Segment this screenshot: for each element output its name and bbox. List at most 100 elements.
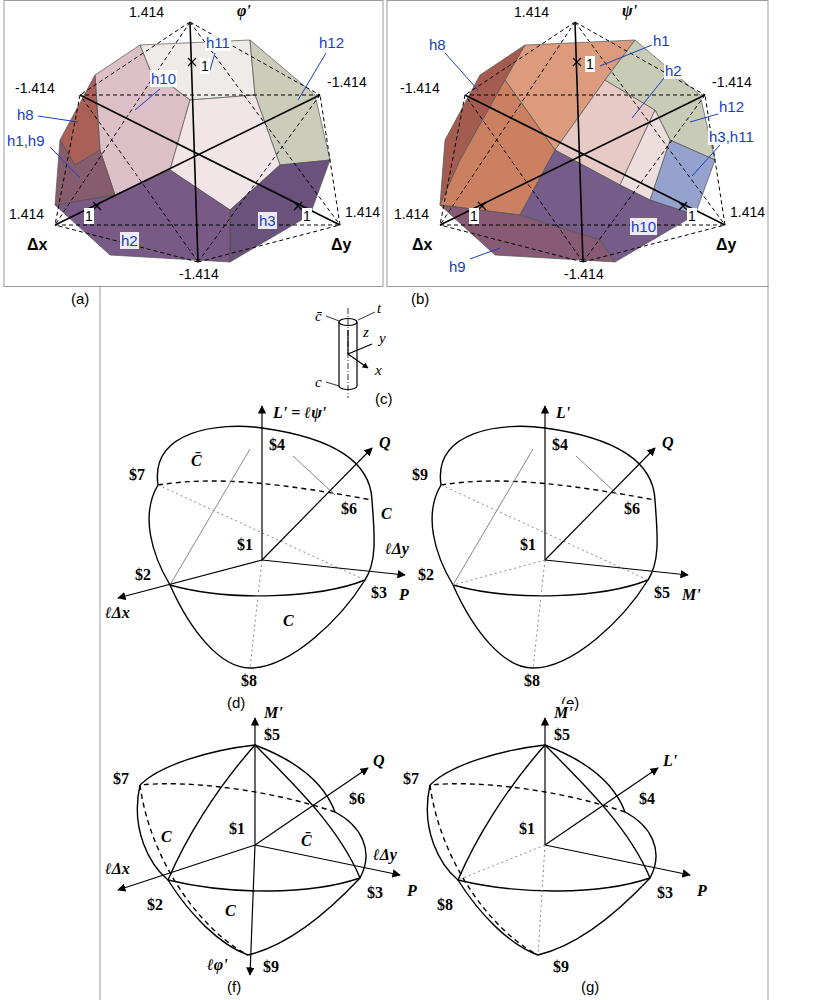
axis-label: L' — [662, 752, 678, 770]
axis-value: 1.414 — [513, 4, 550, 20]
unit-mark — [93, 58, 302, 210]
screw-label: $4 — [268, 436, 286, 454]
face-label: h12 — [318, 34, 345, 51]
axis-value: 1 — [687, 208, 697, 224]
axis-arrow — [545, 845, 690, 875]
polyhedron-a — [55, 170, 230, 262]
face-label: h9 — [448, 258, 467, 275]
axis-label: ℓΔx — [104, 860, 131, 878]
face-label: h2 — [120, 232, 139, 249]
face-label: h12 — [718, 98, 745, 115]
axis-label: Δx — [411, 236, 433, 254]
screw-label: $4 — [638, 790, 656, 808]
axis-value: -1.414 — [563, 266, 605, 282]
axis-label: C — [380, 505, 393, 523]
figure-art — [55, 22, 340, 262]
axis-label: P — [696, 882, 708, 900]
axis-arrow — [545, 448, 655, 560]
screw-label: $8 — [240, 672, 258, 690]
screw-label: $3 — [370, 584, 388, 602]
axis-label: Δy — [715, 236, 737, 254]
axis-arrow — [544, 406, 545, 560]
panel-label: (b) — [410, 290, 430, 307]
face-label: h1,h9 — [6, 132, 46, 149]
axis-value: 1 — [84, 208, 94, 224]
axis-label: ℓΔx — [104, 604, 131, 622]
frame-label: y — [378, 330, 387, 347]
screw-label: $7 — [402, 770, 420, 788]
screw-label: $3 — [656, 884, 674, 902]
axis-label: C — [282, 612, 295, 630]
screw-label: $1 — [228, 820, 246, 838]
screw-label: $9 — [552, 958, 570, 976]
panel-label: (f) — [226, 978, 242, 995]
axis-label: Δx — [26, 236, 48, 254]
axis-value: -1.414 — [399, 80, 441, 96]
axis-arrow — [262, 448, 372, 560]
polyhedron-a — [230, 160, 330, 262]
axis-label: Q — [661, 434, 675, 452]
unit-mark — [93, 58, 302, 210]
screw-label: $2 — [417, 566, 435, 584]
axis-label: C — [224, 902, 237, 920]
axis-arrow — [544, 718, 545, 845]
screw-label: $6 — [623, 500, 641, 518]
axis-arrow — [545, 406, 688, 575]
axis-value: 1 — [200, 58, 210, 74]
panel-label: (g) — [580, 978, 600, 995]
axis-label: Q — [378, 434, 392, 452]
axis-arrow — [254, 718, 255, 845]
panel-frame — [4, 1, 383, 287]
screw-label: $3 — [366, 884, 384, 902]
panel-frame — [100, 286, 768, 1000]
axis-label: M' — [263, 704, 284, 722]
frame-label: c — [314, 374, 323, 391]
axis-value: 1.414 — [729, 204, 766, 220]
axis-label: M' — [553, 704, 574, 722]
axis-value: 1.414 — [344, 204, 381, 220]
figure-art — [427, 745, 656, 955]
screw-label: $1 — [519, 536, 537, 554]
guide-line — [458, 845, 545, 955]
guide-line — [453, 560, 545, 585]
screw-label: $2 — [146, 896, 164, 914]
screw-label: $5 — [553, 726, 571, 744]
axis-arrow — [262, 560, 405, 575]
polyhedron-b — [620, 110, 670, 200]
panel-label: (c) — [374, 390, 394, 407]
screw-label: $2 — [134, 566, 152, 584]
panel-label: (d) — [226, 694, 246, 711]
frame-label: z — [362, 324, 370, 341]
axis-value: 1 — [585, 56, 595, 72]
panel-frame — [387, 1, 768, 287]
screw-label: $5 — [653, 584, 671, 602]
axis-value: 1 — [302, 208, 312, 224]
face-label: h2 — [664, 62, 683, 79]
face-label: h3 — [258, 212, 277, 229]
axis-arrow — [545, 560, 688, 575]
axis-arrow — [118, 406, 405, 598]
screw-label: $9 — [411, 466, 429, 484]
face-label: h10 — [630, 218, 657, 235]
axis-arrow — [545, 718, 690, 875]
screw-label: $8 — [523, 672, 541, 690]
axis-label: L' — [555, 404, 571, 422]
screw-label: $1 — [518, 820, 536, 838]
axis-value: 1.414 — [393, 206, 430, 222]
screw-label: $5 — [263, 726, 281, 744]
axis-label: ℓΔy — [372, 846, 398, 864]
leader-line — [38, 53, 326, 178]
screw-label: $7 — [128, 466, 146, 484]
leader-line — [38, 53, 326, 178]
axis-label: ℓφ' — [206, 956, 229, 974]
frame-label: t — [376, 300, 382, 317]
leader-line — [445, 45, 720, 259]
axis-arrow — [250, 845, 255, 975]
unit-mark — [478, 58, 687, 210]
leader-line — [445, 45, 720, 259]
face-label: h10 — [150, 70, 177, 87]
axis-label: P — [398, 586, 410, 604]
axis-arrow — [118, 560, 262, 598]
